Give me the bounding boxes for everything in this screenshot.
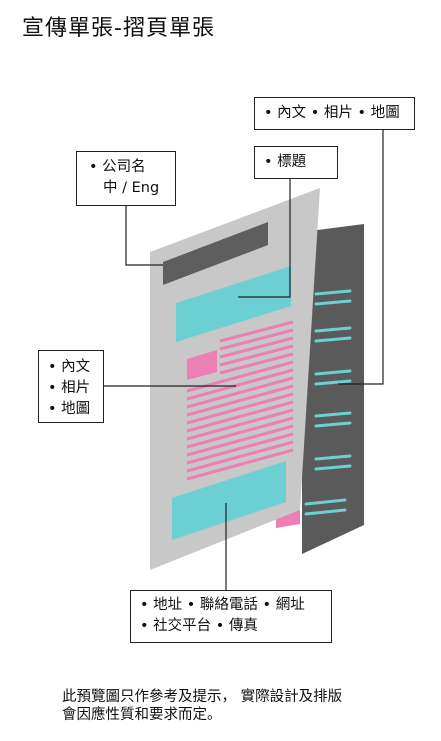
back-page — [302, 224, 364, 554]
heading-block — [176, 266, 291, 342]
footer-block — [172, 461, 286, 540]
callout-company-line1: • 公司名 — [89, 159, 146, 175]
callout-heading-text: • 標題 — [264, 154, 307, 170]
disclaimer-line1: 此預覽圖只作參考及提示， 實際設計及排版 — [62, 689, 343, 705]
callout-left-line3: • 地圖 — [48, 401, 91, 417]
callout-company-line2: 中 / Eng — [103, 180, 160, 196]
back-page-lines — [304, 289, 352, 516]
callout-left-line2: • 相片 — [48, 380, 91, 396]
leader-lines — [104, 130, 384, 590]
callout-bottom-line1: • 地址 • 聯絡電話 • 網址 — [140, 597, 305, 613]
callout-front-page-content: • 內文 • 相片 • 地圖 — [38, 350, 104, 423]
callout-contact-info: • 地址 • 聯絡電話 • 網址 • 社交平台 • 傳真 — [130, 590, 332, 643]
callout-back-page-content: • 內文 • 相片 • 地圖 — [254, 97, 415, 130]
callout-top-text: • 內文 • 相片 • 地圖 — [264, 105, 400, 121]
disclaimer-line2: 會因應性質和要求而定。 — [62, 707, 222, 723]
photo-block — [187, 350, 217, 380]
disclaimer-note: 此預覽圖只作參考及提示， 實際設計及排版 會因應性質和要求而定。 — [62, 688, 342, 724]
callout-left-line1: • 內文 — [48, 359, 91, 375]
header-bar — [163, 222, 268, 285]
page-title: 宣傳單張-摺頁單張 — [22, 16, 215, 41]
callout-heading: • 標題 — [254, 146, 338, 179]
callout-bottom-line2: • 社交平台 • 傳真 — [140, 618, 258, 634]
callout-company-name: • 公司名 中 / Eng — [76, 151, 176, 206]
